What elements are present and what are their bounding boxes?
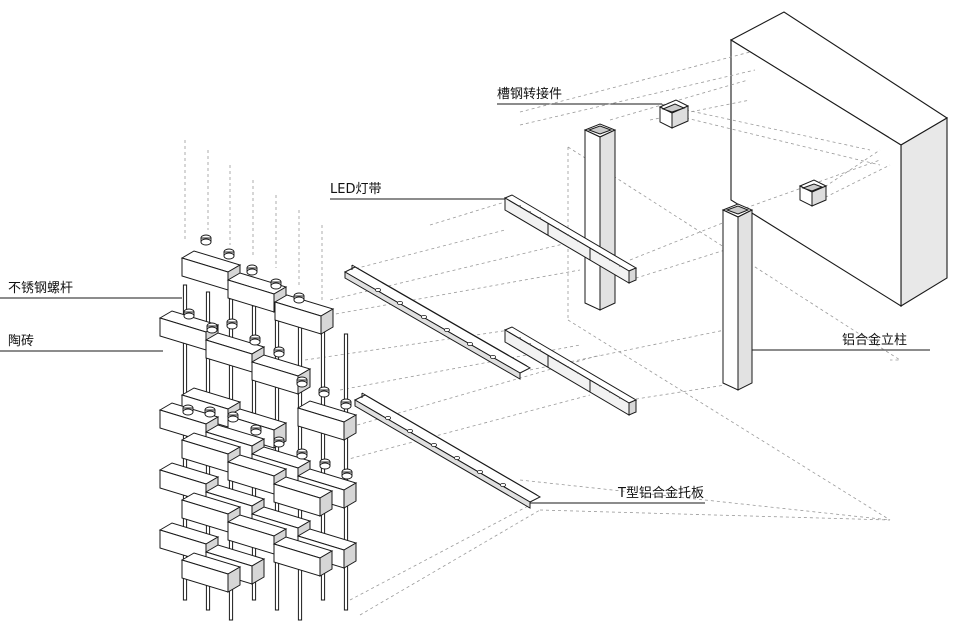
nut	[206, 322, 218, 334]
ceramic-tile	[272, 536, 334, 577]
nut	[319, 458, 331, 470]
wall-block	[729, 11, 949, 307]
bracket-holes	[374, 287, 506, 487]
ceramic-tile	[273, 294, 335, 335]
nut	[183, 308, 195, 320]
ceramic-tile	[180, 432, 242, 473]
label-t-bracket: T型铝合金托板	[618, 486, 704, 501]
nut	[318, 386, 330, 398]
nut	[250, 424, 262, 436]
ceramic-tiles	[158, 250, 358, 593]
nut	[226, 318, 238, 330]
ceramic-tile	[272, 476, 334, 517]
nut	[270, 278, 282, 290]
channel-adapters	[658, 99, 828, 207]
label-alu-column: 铝合金立柱	[842, 333, 908, 348]
leader-lines	[0, 103, 930, 504]
rod-nuts	[182, 234, 353, 480]
label-ceramic-tile: 陶砖	[8, 334, 35, 349]
nut	[296, 376, 308, 388]
ceramic-tile	[180, 552, 242, 593]
nut	[249, 334, 261, 346]
ceramic-tile	[250, 354, 312, 395]
led-dots	[519, 205, 621, 399]
nut	[246, 264, 258, 276]
label-led-strip: LED灯带	[330, 182, 382, 197]
nut	[223, 248, 235, 260]
nut	[200, 234, 212, 246]
nut	[293, 292, 305, 304]
nut	[341, 468, 353, 480]
label-channel-adapter: 槽钢转接件	[497, 87, 563, 102]
nut	[227, 411, 239, 423]
led-strips	[503, 194, 638, 416]
nut	[273, 436, 285, 448]
nut	[204, 406, 216, 418]
ceramic-tile	[296, 400, 358, 441]
label-stainless-rod: 不锈钢螺杆	[8, 281, 74, 296]
nut	[273, 346, 285, 358]
t-brackets	[343, 264, 542, 509]
nut	[182, 404, 194, 416]
nut	[340, 398, 352, 410]
nut	[296, 448, 308, 460]
